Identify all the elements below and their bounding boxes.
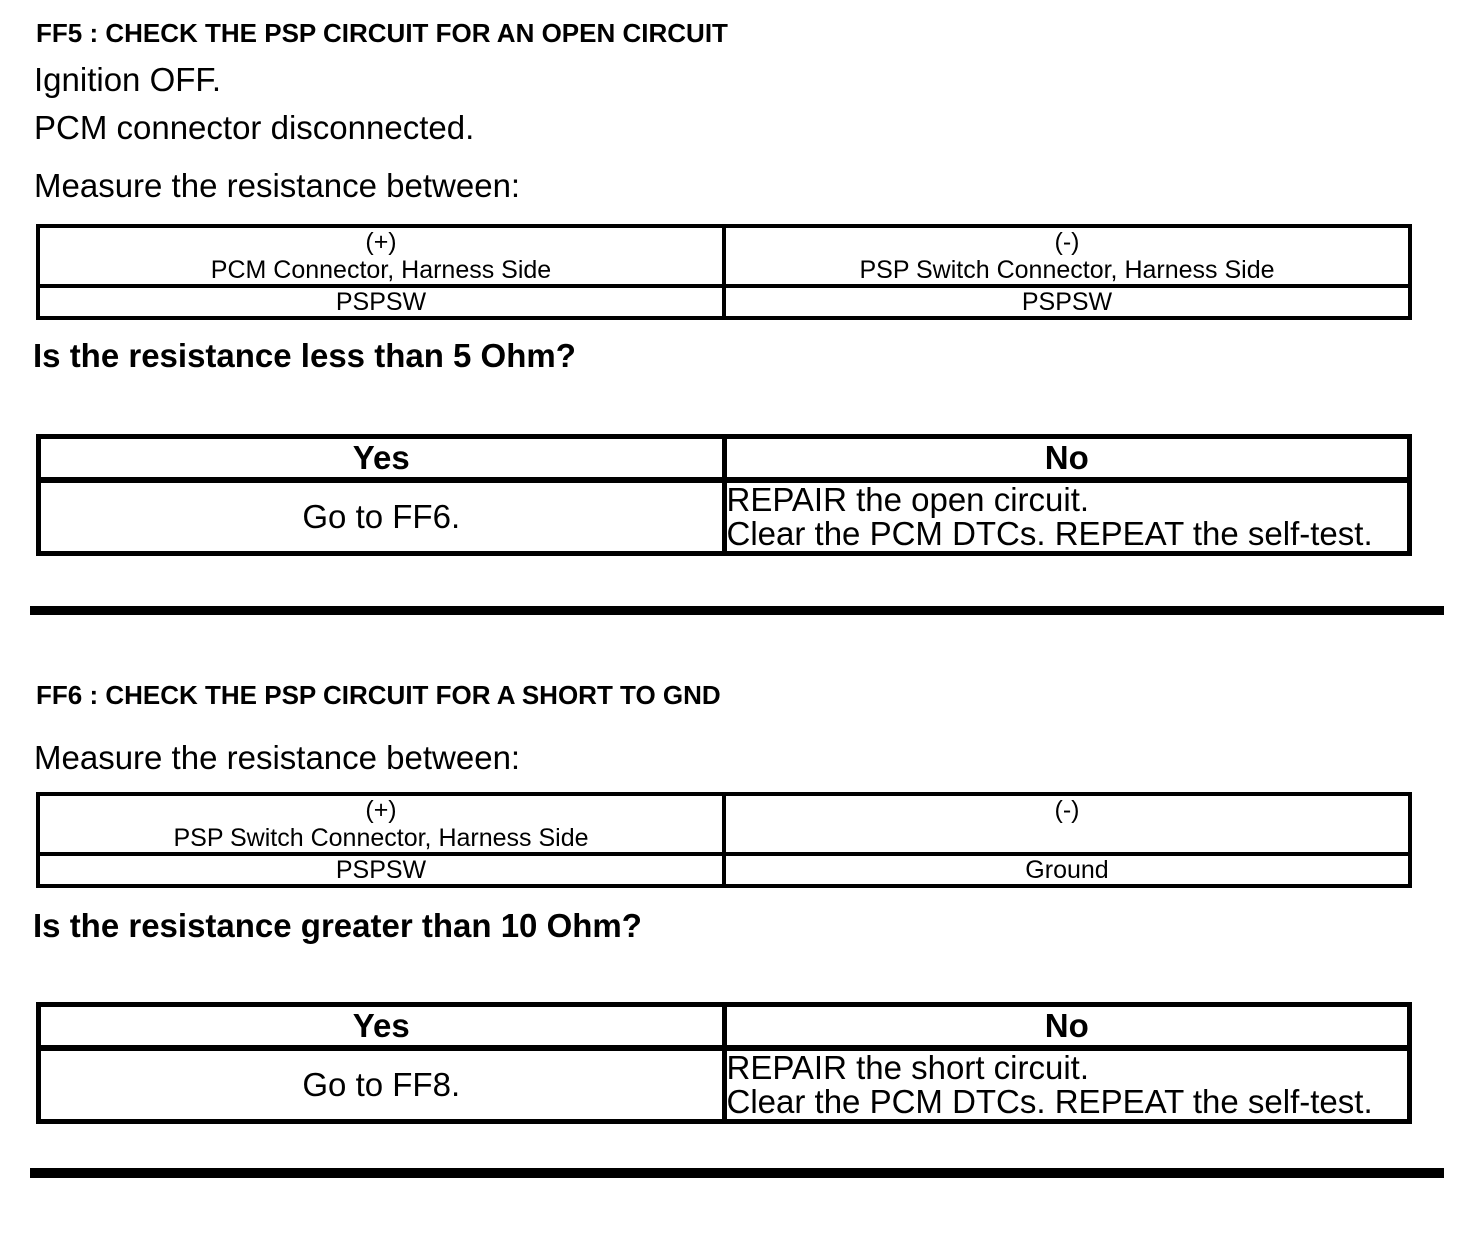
no-action-cell: REPAIR the open circuit. Clear the PCM D…	[721, 477, 1412, 556]
yes-column-header: Yes	[36, 1002, 727, 1051]
no-column-header: No	[721, 1002, 1412, 1051]
step-ff5-section: FF5 : CHECK THE PSP CIRCUIT FOR AN OPEN …	[0, 18, 1472, 556]
no-action-cell: REPAIR the short circuit. Clear the PCM …	[721, 1045, 1412, 1124]
positive-connector-label: PSP Switch Connector, Harness Side	[173, 824, 589, 852]
positive-polarity-label: (+)	[365, 796, 397, 824]
question-ff6: Is the resistance greater than 10 Ohm?	[33, 907, 642, 944]
diagnostic-document-page: FF5 : CHECK THE PSP CIRCUIT FOR AN OPEN …	[0, 18, 1472, 1244]
negative-header-cell: (-)	[722, 792, 1412, 856]
positive-header-cell: (+) PCM Connector, Harness Side	[36, 224, 726, 288]
measurement-table-ff5: (+) PCM Connector, Harness Side (-) PSP …	[36, 224, 1412, 320]
yes-column-header: Yes	[36, 434, 727, 483]
step-ff6-section: FF6 : CHECK THE PSP CIRCUIT FOR A SHORT …	[0, 680, 1472, 1124]
positive-polarity-label: (+)	[365, 228, 397, 256]
result-header-row: Yes No	[36, 434, 1412, 483]
result-action-row: Go to FF6. REPAIR the open circuit. Clea…	[36, 477, 1412, 556]
instruction-measure-resistance: Measure the resistance between:	[34, 739, 521, 776]
yes-action-cell: Go to FF8.	[36, 1045, 727, 1124]
step-ff6-title: FF6 : CHECK THE PSP CIRCUIT FOR A SHORT …	[36, 680, 721, 710]
step-ff5-title: FF5 : CHECK THE PSP CIRCUIT FOR AN OPEN …	[36, 18, 728, 48]
measurement-header-row: (+) PCM Connector, Harness Side (-) PSP …	[36, 224, 1412, 288]
no-action-line: Clear the PCM DTCs. REPEAT the self-test…	[726, 515, 1373, 552]
question-ff5: Is the resistance less than 5 Ohm?	[33, 337, 576, 374]
instruction-ignition-off: Ignition OFF.	[34, 61, 222, 98]
section-divider	[30, 606, 1444, 615]
positive-pin-cell: PSPSW	[36, 852, 726, 888]
positive-pin-cell: PSPSW	[36, 284, 726, 320]
measurement-pin-row: PSPSW Ground	[36, 852, 1412, 888]
no-action-line: REPAIR the short circuit.	[726, 1049, 1090, 1086]
negative-pin-cell: Ground	[722, 852, 1412, 888]
yes-action-cell: Go to FF6.	[36, 477, 727, 556]
no-action-line: Clear the PCM DTCs. REPEAT the self-test…	[726, 1083, 1373, 1120]
result-header-row: Yes No	[36, 1002, 1412, 1051]
negative-pin-cell: PSPSW	[722, 284, 1412, 320]
negative-connector-label: PSP Switch Connector, Harness Side	[859, 256, 1275, 284]
result-table-ff6: Yes No Go to FF8. REPAIR the short circu…	[36, 1002, 1412, 1124]
instruction-pcm-disconnected: PCM connector disconnected.	[34, 109, 475, 146]
page-end-divider	[30, 1168, 1444, 1178]
positive-connector-label: PCM Connector, Harness Side	[210, 256, 552, 284]
result-table-ff5: Yes No Go to FF6. REPAIR the open circui…	[36, 434, 1412, 556]
measurement-table-ff6: (+) PSP Switch Connector, Harness Side (…	[36, 792, 1412, 888]
no-action-line: REPAIR the open circuit.	[726, 481, 1090, 518]
measurement-header-row: (+) PSP Switch Connector, Harness Side (…	[36, 792, 1412, 856]
negative-polarity-label: (-)	[1054, 796, 1080, 824]
positive-header-cell: (+) PSP Switch Connector, Harness Side	[36, 792, 726, 856]
negative-header-cell: (-) PSP Switch Connector, Harness Side	[722, 224, 1412, 288]
negative-polarity-label: (-)	[1054, 228, 1080, 256]
result-action-row: Go to FF8. REPAIR the short circuit. Cle…	[36, 1045, 1412, 1124]
no-column-header: No	[721, 434, 1412, 483]
instruction-measure-resistance: Measure the resistance between:	[34, 167, 521, 204]
measurement-pin-row: PSPSW PSPSW	[36, 284, 1412, 320]
